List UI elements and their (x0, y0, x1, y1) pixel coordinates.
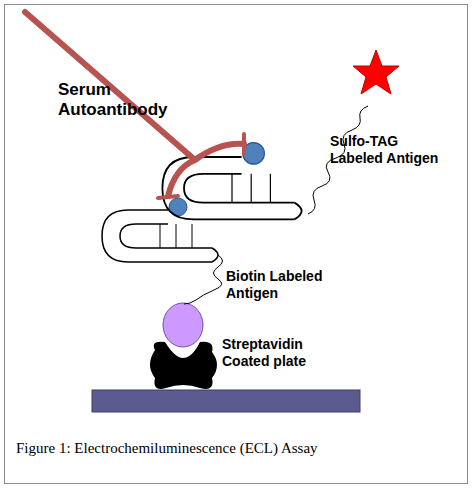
antibody-tips (158, 134, 244, 198)
figure-caption: Figure 1: Electrochemiluminescence (ECL)… (16, 440, 456, 457)
sulfo-tag-star (353, 50, 399, 94)
biotin-linker (184, 255, 223, 304)
streptavidin-label: Streptavidin Coated plate (222, 336, 322, 370)
biotin-ellipse (163, 303, 203, 347)
streptavidin-shape (150, 342, 217, 389)
sulfo-tag-label: Sulfo-TAG Labeled Antigen (330, 133, 448, 167)
plate (92, 390, 360, 412)
sulfo-antigen (162, 143, 301, 220)
antibody-label: Serum Autoantibody (58, 80, 180, 121)
antibody (25, 12, 244, 196)
biotin-label: Biotin Labeled Antigen (226, 268, 348, 302)
biotin-antigen (102, 198, 218, 262)
